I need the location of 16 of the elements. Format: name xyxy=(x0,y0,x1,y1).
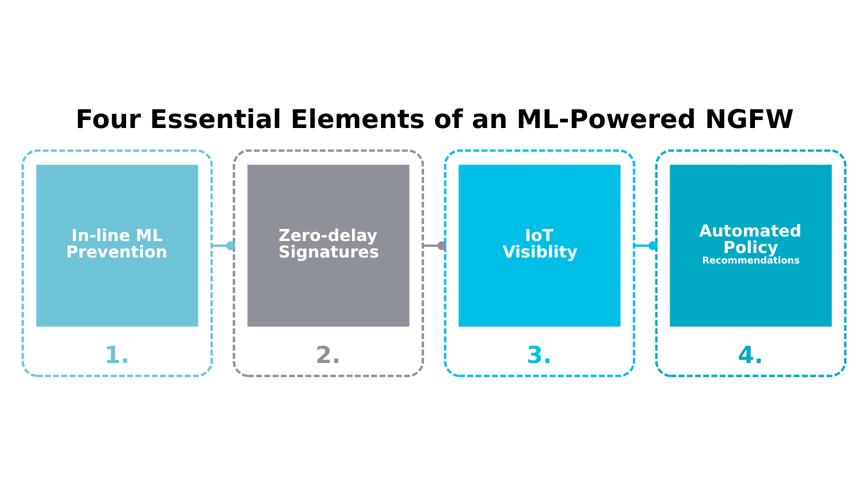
cluster xyxy=(655,148,846,377)
node-label: 4. xyxy=(738,340,764,369)
node-box: Automated Policy Recommendations xyxy=(670,164,832,326)
node-label: 1. xyxy=(104,340,130,369)
connector xyxy=(422,240,446,250)
connector xyxy=(212,240,236,250)
cluster xyxy=(22,148,213,377)
node-box: Zero-delay Signatures xyxy=(247,164,410,326)
node-label: 2. xyxy=(315,340,341,369)
diagram-title: Four Essential Elements of an ML-Powered NGFW xyxy=(76,104,794,134)
node-label: 3. xyxy=(526,340,552,369)
node-box: In-line ML Prevention xyxy=(36,164,198,326)
connector xyxy=(634,240,658,250)
cluster xyxy=(232,148,424,377)
node-box: IoT Visiblity xyxy=(458,164,621,326)
cluster xyxy=(444,148,636,377)
